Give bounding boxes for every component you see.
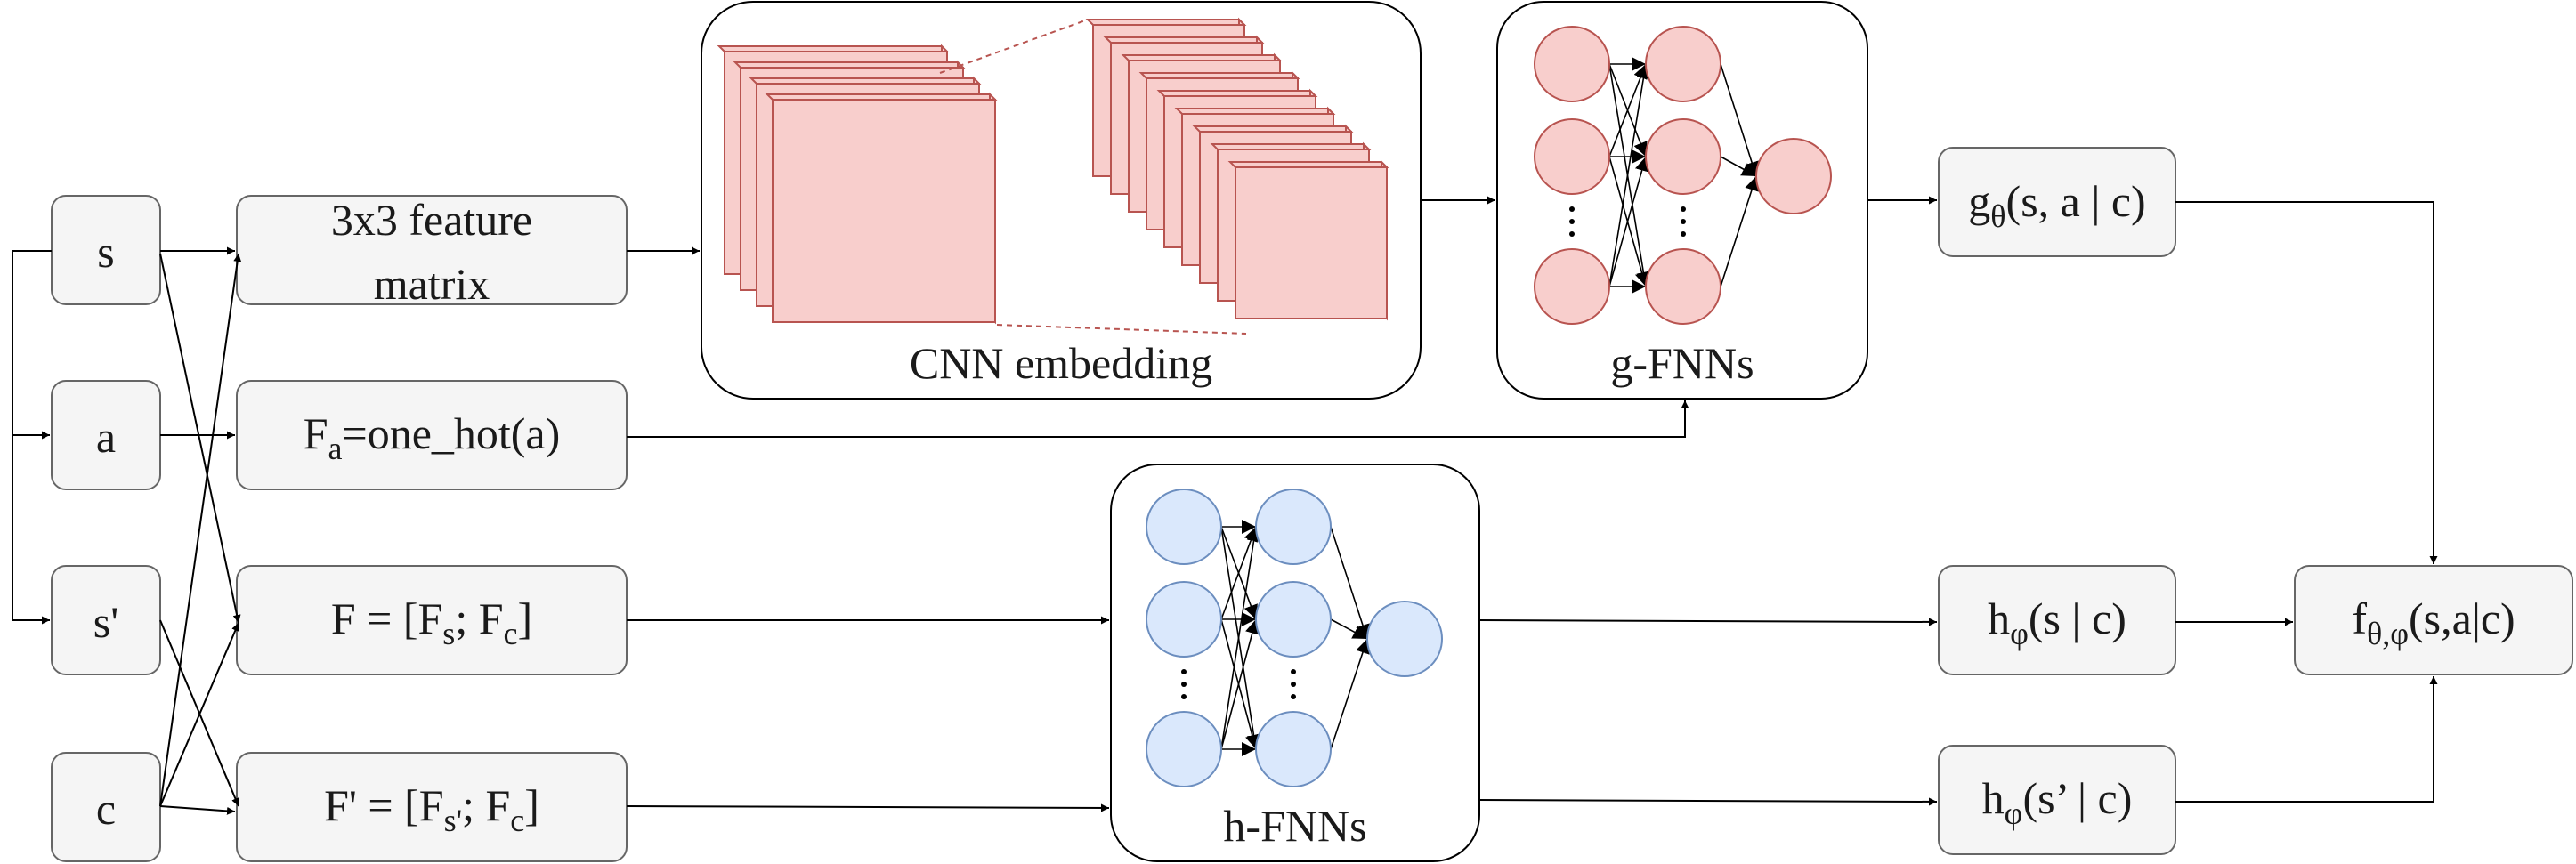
g-fnn-ellipsis-dot-0-2: [1569, 231, 1575, 237]
h-fnn-edge-l1-2-1: [1220, 618, 1260, 750]
h-fnn-ellipsis-dot-0-1: [1181, 682, 1187, 687]
g-output-to-f-arrow: [2175, 201, 2438, 564]
s-to-f-arrow: [159, 253, 241, 624]
h-fnn-input-node-3: [1146, 711, 1222, 787]
g-fnn-hidden-node-2: [1645, 118, 1721, 195]
h-fnn-hidden-node-1: [1255, 489, 1332, 565]
g-fnn-input-node-2: [1534, 118, 1610, 195]
g-output-label: gθ(s, a | c): [1968, 176, 2145, 234]
g-fnn-output-node: [1755, 138, 1832, 214]
h-s-output-box: hφ(s | c): [1938, 565, 2176, 675]
h-fnn-network: [1146, 489, 1443, 787]
f-concat-label: F = [Fs; Fc]: [331, 593, 532, 651]
g-output-box: gθ(s, a | c): [1938, 147, 2176, 257]
h-fnn-input-node-1: [1146, 489, 1222, 565]
s-bracket-line: [12, 250, 52, 620]
g-fnn-ellipsis-dot-1-1: [1681, 219, 1686, 224]
h-fnn-hidden-node-2: [1255, 581, 1332, 658]
cnn-embedding-label: CNN embedding: [910, 338, 1212, 388]
feature-matrix-line2: matrix: [374, 259, 490, 309]
fa-onehot-box: Fa=one_hot(a): [236, 380, 628, 490]
g-fnn-edge-l2-0: [1720, 63, 1759, 177]
input-a-box: a: [51, 380, 161, 490]
input-s-label: s: [97, 227, 114, 277]
h-s-prime-output-label: hφ(s’ | c): [1982, 773, 2133, 831]
h-fnn-ellipsis-dot-0-0: [1181, 669, 1187, 674]
cnn-input-map-4: [765, 92, 998, 325]
input-s-box: s: [51, 195, 161, 305]
g-fnn-edge-l1-2-0: [1608, 63, 1651, 287]
h-s-prime-output-box: hφ(s’ | c): [1938, 745, 2176, 855]
g-fnn-ellipsis-dot-0-0: [1569, 206, 1575, 212]
g-fnn-ellipsis-dot-1-0: [1681, 206, 1686, 212]
g-fnn-ellipsis-dot-0-1: [1569, 219, 1575, 224]
h-fnn-edge-l1-1-0: [1220, 526, 1258, 620]
g-fnn-hidden-node-1: [1645, 26, 1721, 102]
g-fnn-network: [1534, 26, 1832, 325]
fa-to-gfnn-arrow: [627, 400, 1689, 438]
h-fnn-edge-l2-1: [1330, 618, 1368, 640]
f-prime-concat-box: F' = [Fs'; Fc]: [236, 752, 628, 862]
c-to-fp-arrow: [159, 805, 236, 815]
g-fnn-edge-l1-1-0: [1608, 63, 1648, 157]
feature-matrix-box: 3x3 feature matrix: [236, 195, 628, 309]
cnn-output-map-9: [1227, 159, 1389, 321]
hfnn-to-h-s-arrow: [1478, 618, 1938, 626]
hfnn-to-h-s-prime-arrow: [1478, 797, 1938, 806]
g-fnns-label: g-FNNs: [1610, 338, 1754, 388]
input-s-prime-box: s': [51, 565, 161, 675]
h-fnn-ellipsis-dot-1-1: [1291, 682, 1296, 687]
input-c-label: c: [96, 784, 116, 834]
connectors: [12, 196, 2438, 815]
h-s-prime-to-f-arrow: [2175, 676, 2438, 803]
f-output-box: fθ,φ(s,a|c): [2294, 565, 2573, 675]
cnn-projection-line-top: [939, 19, 1089, 74]
c-to-matrix-arrow: [159, 253, 242, 807]
h-s-output-label: hφ(s | c): [1988, 593, 2126, 651]
h-fnn-edge-l2-2: [1330, 638, 1370, 750]
feature-matrix-line1: 3x3 feature: [331, 195, 532, 245]
g-fnn-hidden-node-3: [1645, 248, 1721, 325]
h-fnn-output-node: [1366, 601, 1443, 677]
g-fnn-ellipsis-dot-1-2: [1681, 231, 1686, 237]
input-a-label: a: [96, 412, 116, 462]
f-prime-concat-label: F' = [Fs'; Fc]: [324, 780, 539, 838]
g-fnn-edge-l1-2-1: [1608, 156, 1649, 287]
g-fnn-input-node-1: [1534, 26, 1610, 102]
h-fnn-ellipsis-dot-1-2: [1291, 694, 1296, 699]
s-prime-to-fp-arrow: [159, 619, 239, 807]
f-concat-box: F = [Fs; Fc]: [236, 565, 628, 675]
f-output-label: fθ,φ(s,a|c): [2352, 593, 2515, 651]
h-fnn-ellipsis-dot-1-0: [1291, 669, 1296, 674]
cnn-output-feature-maps: [1085, 17, 1389, 321]
input-s-prime-label: s': [93, 597, 118, 647]
g-fnn-edge-l2-1: [1720, 156, 1757, 177]
h-fnn-edge-l1-2-0: [1220, 526, 1261, 750]
g-fnn-input-node-3: [1534, 248, 1610, 325]
input-c-box: c: [51, 752, 161, 862]
h-fnn-hidden-node-3: [1255, 711, 1332, 787]
h-fnns-label: h-FNNs: [1223, 801, 1366, 851]
g-fnn-edge-l2-2: [1720, 175, 1759, 287]
fa-onehot-label: Fa=one_hot(a): [304, 408, 561, 466]
cnn-projection-line-bottom: [996, 324, 1247, 335]
h-fnn-edge-l2-0: [1330, 526, 1370, 640]
h-fnn-input-node-2: [1146, 581, 1222, 658]
cnn-input-feature-maps: [717, 44, 998, 325]
h-fnn-ellipsis-dot-0-2: [1181, 694, 1187, 699]
fp-to-hfnn-arrow: [626, 803, 1110, 812]
